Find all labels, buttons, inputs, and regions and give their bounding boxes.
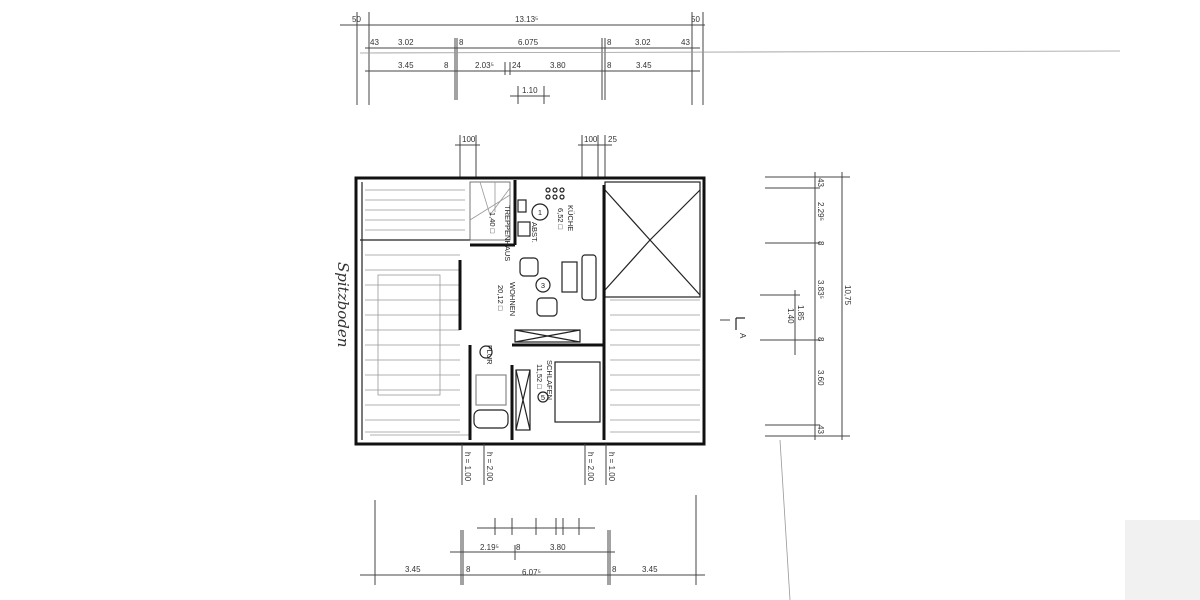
dim: 1.85: [796, 305, 805, 321]
height-label: h = 1.00: [463, 452, 472, 482]
room-area-treppenhaus: 1,40 □: [488, 212, 497, 234]
dim: 3.80: [550, 543, 566, 552]
handwritten-note: Spitzboden: [334, 262, 352, 347]
dim: 8: [607, 38, 612, 47]
interior-walls: [458, 180, 606, 440]
dim: 3.45: [405, 565, 421, 574]
room-label-abst: ABST.: [530, 222, 539, 243]
room-label-wohnen: WOHNEN: [508, 282, 517, 316]
dim-overall-width: 13.13⁵: [515, 15, 538, 24]
scan-smudge: [1125, 520, 1200, 600]
height-label: h = 2.00: [485, 452, 494, 482]
dim: 25: [608, 135, 617, 144]
room-label-flur: FLUR: [485, 345, 494, 365]
furniture: [473, 187, 601, 431]
right-dimensions: 43 2.29⁵ 8 3.83⁵ 8 3.60 43 10,75 1.85 1.…: [760, 172, 852, 600]
dim: 3.02: [635, 38, 651, 47]
room-number-schlafen: 5: [541, 393, 545, 402]
dim: 8: [816, 241, 825, 246]
staircase: [469, 181, 511, 241]
bottom-dimensions: 2.19⁵ 8 3.80 3.45 8 6.07⁵ 8 3.45: [360, 495, 705, 585]
roof-hatching: [365, 189, 700, 436]
dim: 6.07⁵: [522, 568, 541, 577]
dim: 3.02: [398, 38, 414, 47]
dim: 2.03⁵: [475, 61, 494, 70]
height-label: h = 1.00: [607, 452, 616, 482]
dim: 8: [612, 565, 617, 574]
room-number-kueche: 1: [538, 208, 542, 217]
window-heights: h = 1.00 h = 2.00 h = 2.00 h = 1.00: [461, 444, 616, 485]
section-label: A: [738, 333, 747, 339]
dim: 3.60: [816, 370, 825, 386]
dim: 43: [370, 38, 379, 47]
dim-overall-depth: 10,75: [843, 285, 852, 306]
dim: 43: [681, 38, 690, 47]
dim-overhang-left: 50: [352, 15, 361, 24]
dim: 8: [516, 543, 521, 552]
dim: 24: [512, 61, 521, 70]
dim-overhang-right: 50: [691, 15, 700, 24]
dim: 8: [607, 61, 612, 70]
dim: 43: [816, 425, 825, 434]
dim: 3.45: [636, 61, 652, 70]
gable-roof: [604, 181, 701, 298]
building-outline: 1 3 5 KÜCHE 6,52 □ ABST. TREPPENHAUS 1,4…: [354, 176, 706, 446]
dim: 3.83⁵: [816, 280, 825, 299]
room-label-treppenhaus: TREPPENHAUS: [503, 205, 512, 261]
height-label: h = 2.00: [586, 452, 595, 482]
dim: 2.19⁵: [480, 543, 499, 552]
dim: 100: [584, 135, 598, 144]
room-label-schlafen: SCHLAFEN: [545, 360, 554, 400]
dim: 3.80: [550, 61, 566, 70]
dim: 8: [459, 38, 464, 47]
dim: 8: [816, 337, 825, 342]
dim: 1.40: [786, 308, 795, 324]
room-label-kueche: KÜCHE: [566, 205, 575, 231]
room-number-wohnen: 3: [541, 281, 545, 290]
dim: 43: [816, 178, 825, 187]
top-dimensions: 50 13.13⁵ 50 43 3.02 8 6.075 8 3.02 43 3…: [340, 12, 1121, 178]
room-area-wohnen: 20,12 □: [496, 285, 505, 311]
dim: 6.075: [518, 38, 539, 47]
room-area-kueche: 6,52 □: [556, 208, 565, 230]
dim: 3.45: [642, 565, 658, 574]
room-area-schlafen: 11,52 □: [535, 364, 544, 389]
dim: 3.45: [398, 61, 414, 70]
dim: 100: [462, 135, 476, 144]
section-marker: A: [720, 317, 747, 339]
dim: 8: [466, 565, 471, 574]
dim: 2.29⁵: [816, 202, 825, 221]
dim: 1.10: [522, 86, 538, 95]
dim: 8: [444, 61, 449, 70]
